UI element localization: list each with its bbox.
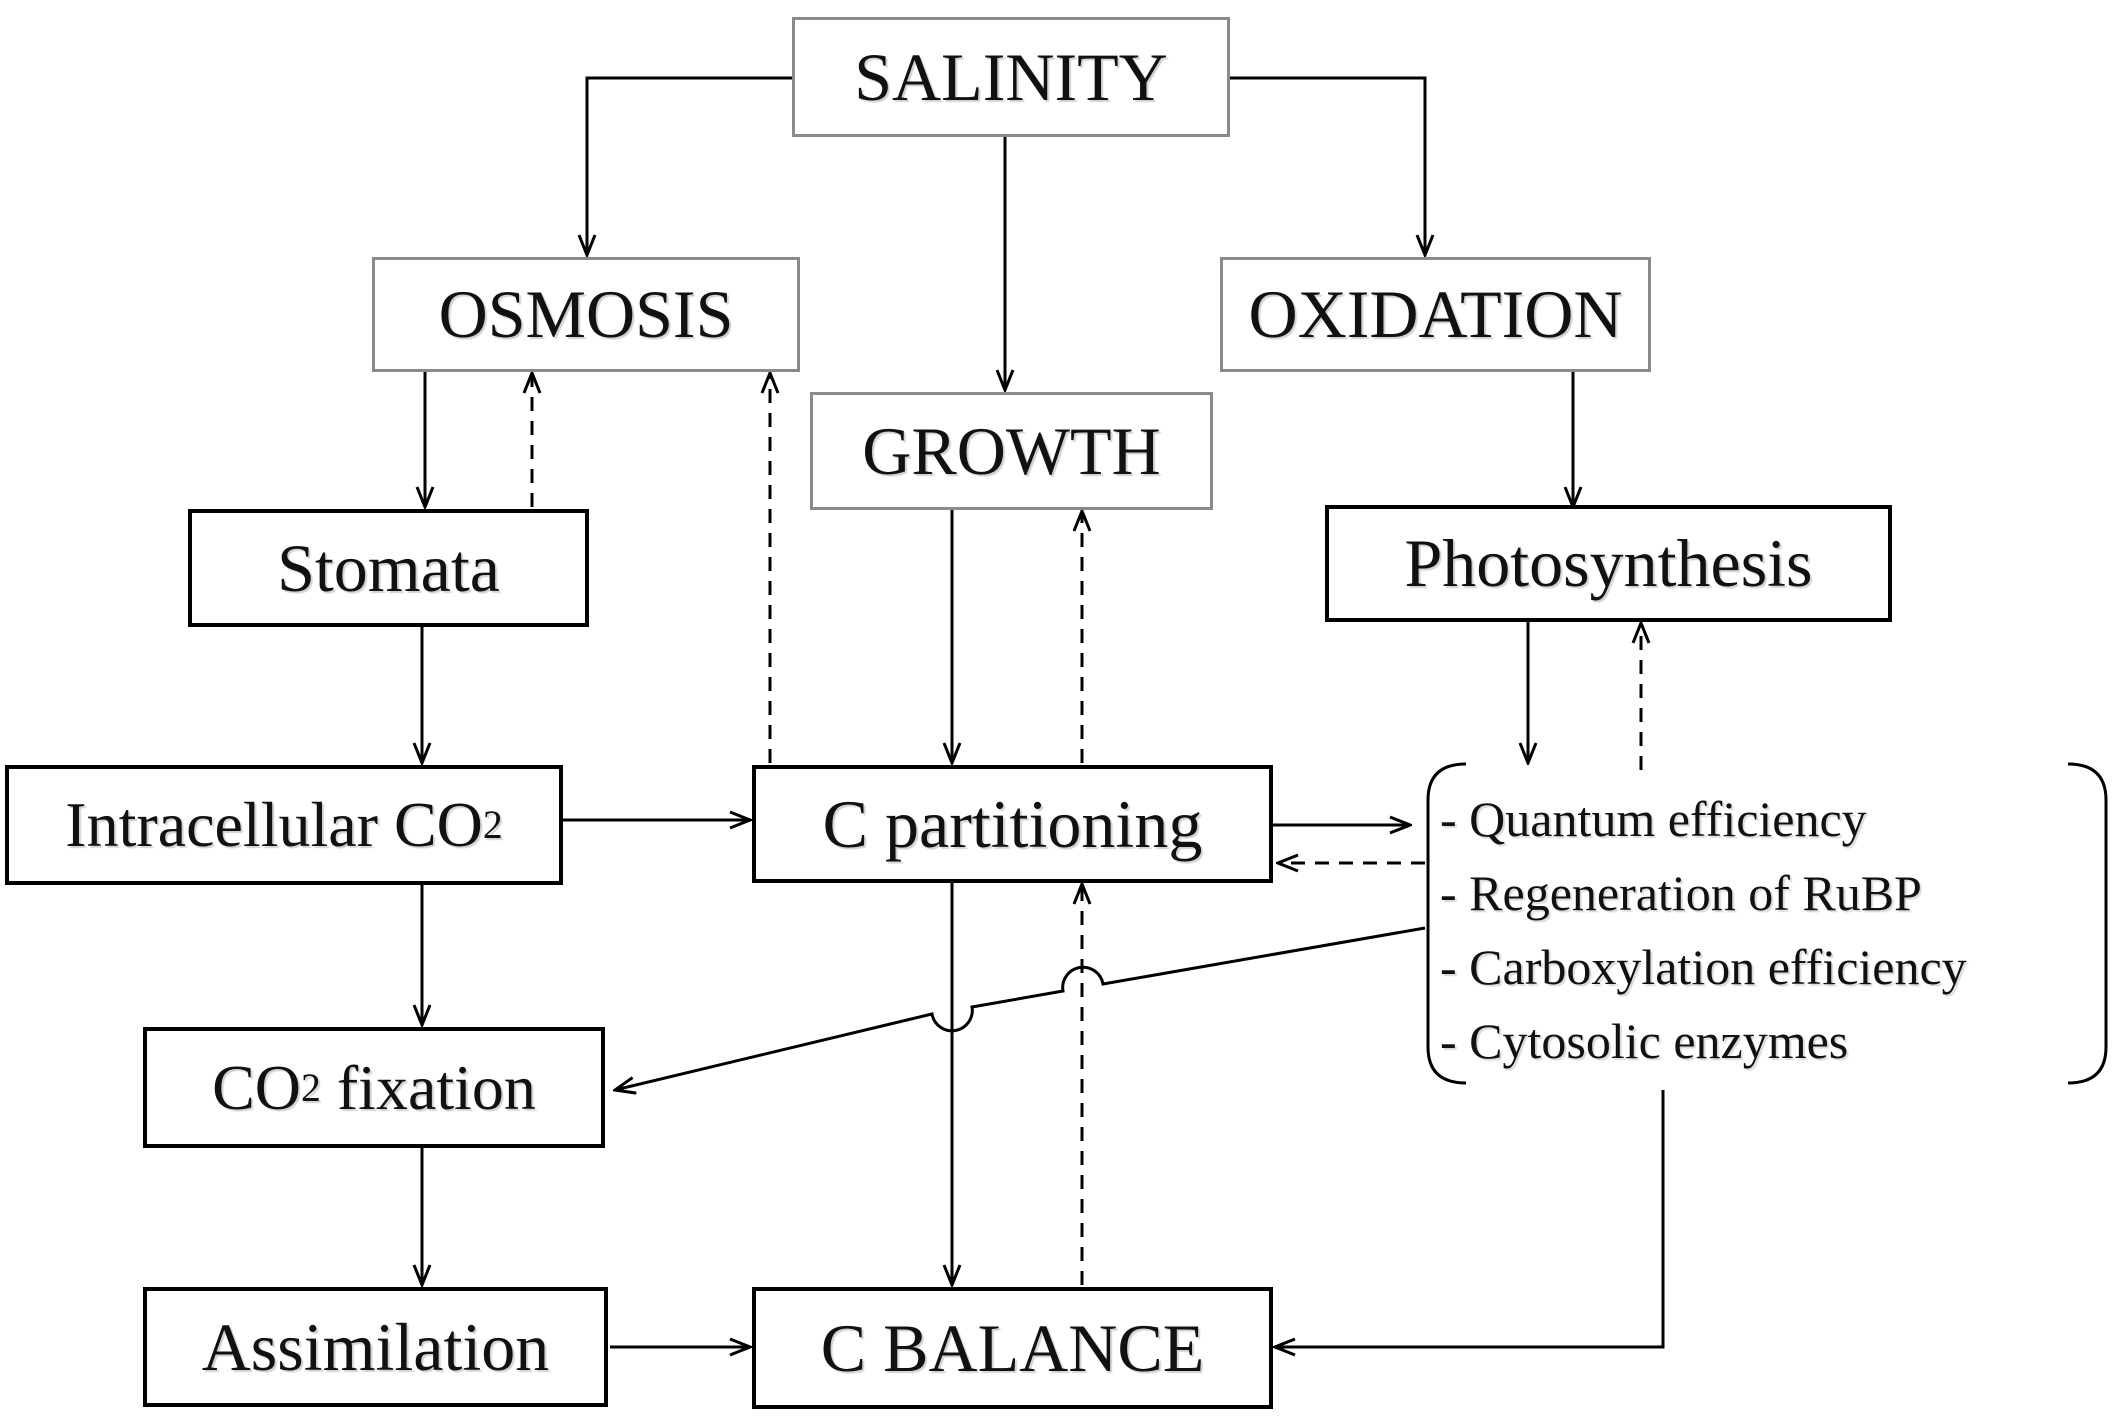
factor-item-cytosolic-enzymes: - Cytosolic enzymes xyxy=(1440,1013,1849,1069)
co2-fixation-prefix: CO xyxy=(212,1051,301,1123)
edge-salinity-osmosis xyxy=(587,76,792,255)
co2-fixation-subscript: 2 xyxy=(301,1065,321,1110)
c-partitioning-node: C partitioning xyxy=(752,765,1273,883)
factor-item-quantum-efficiency: - Quantum efficiency xyxy=(1440,791,1867,847)
edge-factors-co2fixation xyxy=(615,926,1426,1090)
intracellular-co2-prefix: Intracellular CO xyxy=(65,789,483,860)
growth-node: GROWTH xyxy=(810,392,1213,510)
assimilation-node: Assimilation xyxy=(143,1287,608,1407)
factor-item-regeneration-rubp: - Regeneration of RuBP xyxy=(1440,865,1922,921)
edge-factors-cbalance xyxy=(1275,1090,1665,1347)
edge-salinity-oxidation xyxy=(1230,76,1425,255)
factor-item-carboxylation-efficiency: - Carboxylation efficiency xyxy=(1440,939,1967,995)
factors-right-bracket xyxy=(2067,762,2108,1085)
stomata-node: Stomata xyxy=(188,509,589,627)
oxidation-node: OXIDATION xyxy=(1220,257,1651,372)
c-balance-node: C BALANCE xyxy=(752,1287,1273,1409)
photosynthesis-factors-list: - Quantum efficiency - Regeneration of R… xyxy=(1440,782,2080,1078)
salinity-node: SALINITY xyxy=(792,17,1230,137)
intracellular-co2-subscript: 2 xyxy=(482,803,503,847)
factors-left-bracket xyxy=(1426,762,1467,1085)
osmosis-node: OSMOSIS xyxy=(372,257,800,372)
co2-fixation-suffix: fixation xyxy=(320,1051,536,1123)
photosynthesis-node: Photosynthesis xyxy=(1325,505,1892,622)
